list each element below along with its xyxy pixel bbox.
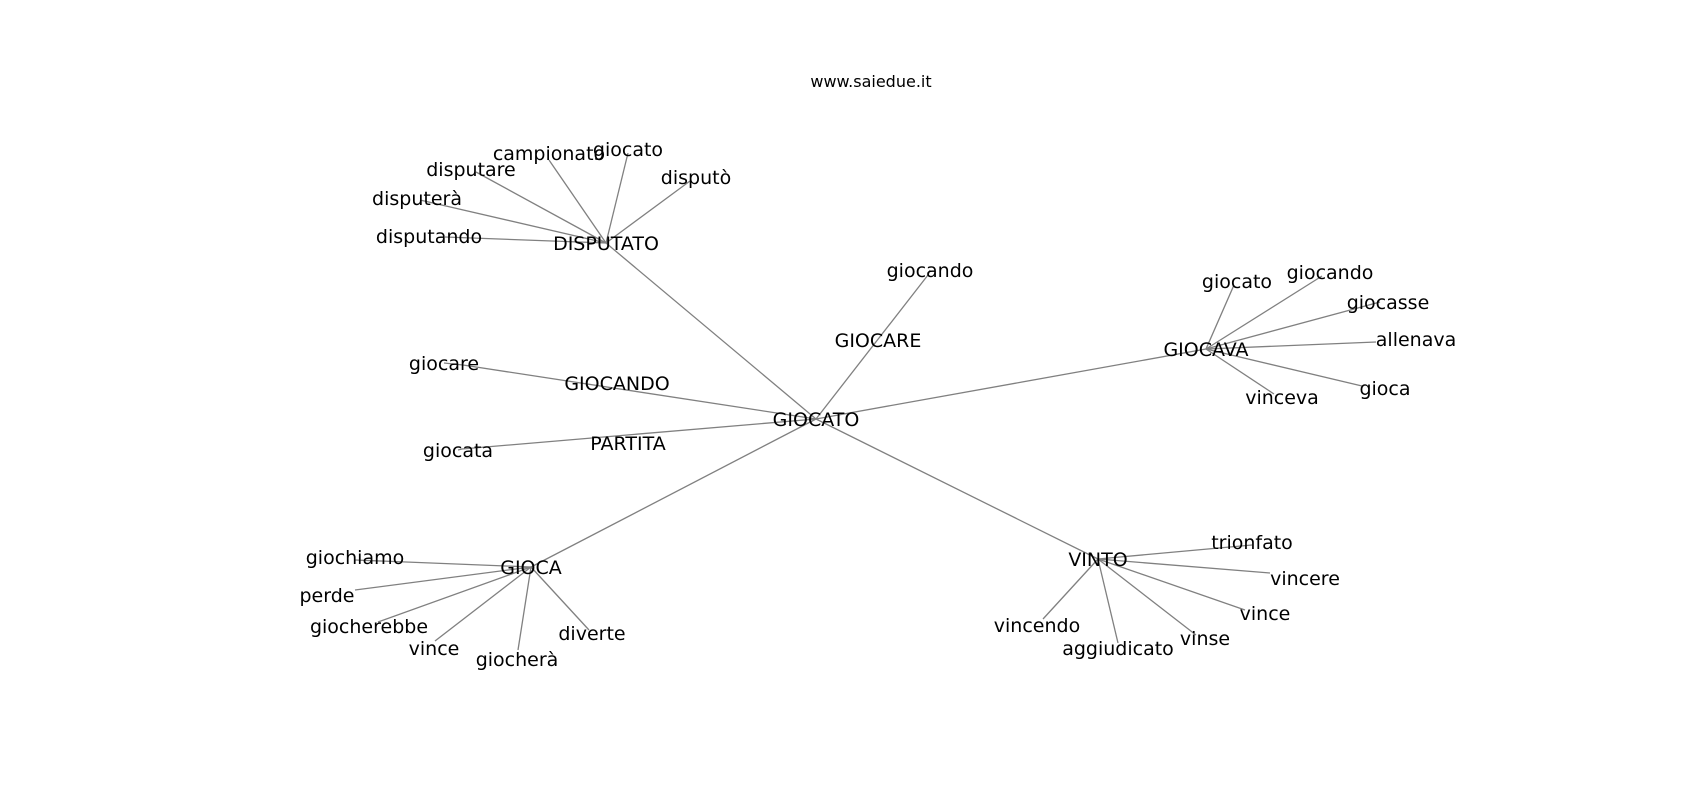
edge-giocava-2 <box>1205 301 1381 350</box>
edge-vinto-1 <box>1097 558 1271 574</box>
edge-gioca-5 <box>530 566 590 631</box>
node-leaf-gioca-3: vince <box>409 638 460 660</box>
node-leaf-disputato-3: campionato <box>493 143 605 165</box>
node-leaf-disputato-4: giocato <box>593 139 663 161</box>
node-leaf-giocava-2: giocasse <box>1347 292 1430 314</box>
edge-disputato-2 <box>475 171 607 244</box>
edge-vinto-5 <box>1042 558 1099 620</box>
node-leaf-vinto-3: vinse <box>1180 628 1230 650</box>
graph-labels: GIOCATO DISPUTATO disputando disputerà dispu… <box>300 139 1457 671</box>
node-group-partita: PARTITA <box>590 433 665 455</box>
node-group-giocando: GIOCANDO <box>564 373 669 395</box>
edge-center-partita <box>461 418 817 450</box>
edge-gioca-3 <box>434 566 532 642</box>
edge-center-gioca <box>530 418 817 568</box>
node-leaf-giocare-0: giocando <box>887 260 974 282</box>
edge-giocava-4 <box>1205 348 1363 387</box>
node-group-vinto: VINTO <box>1068 549 1127 571</box>
watermark: www.saiedue.it <box>810 72 931 91</box>
graph-edges <box>354 152 1381 651</box>
node-leaf-disputato-2: disputare <box>426 159 516 181</box>
node-leaf-vinto-1: vincere <box>1270 568 1340 590</box>
edge-gioca-0 <box>354 559 532 568</box>
edge-center-giocare <box>815 274 929 420</box>
node-leaf-vinto-4: aggiudicato <box>1062 638 1174 660</box>
edge-gioca-4 <box>517 566 532 651</box>
node-group-gioca: GIOCA <box>500 557 562 579</box>
node-leaf-giocava-4: gioca <box>1359 378 1410 400</box>
edge-disputato-4 <box>605 152 629 244</box>
edge-giocava-0 <box>1205 284 1235 350</box>
edge-vinto-4 <box>1097 558 1119 644</box>
node-leaf-giocava-0: giocato <box>1202 271 1272 293</box>
edge-disputato-5 <box>605 180 691 244</box>
node-leaf-gioca-0: giochiamo <box>306 547 405 569</box>
edge-gioca-2 <box>377 566 532 623</box>
node-group-giocava: GIOCAVA <box>1163 339 1248 361</box>
node-leaf-partita-0: giocata <box>423 440 493 462</box>
node-leaf-vinto-5: vincendo <box>994 615 1080 637</box>
node-leaf-gioca-4: giocherà <box>476 649 559 671</box>
node-leaf-giocava-3: allenava <box>1376 329 1456 351</box>
edge-disputato-0 <box>444 236 607 244</box>
node-group-disputato: DISPUTATO <box>553 233 659 255</box>
edge-center-vinto <box>815 418 1099 560</box>
node-leaf-gioca-2: giocherebbe <box>310 616 428 638</box>
edge-gioca-1 <box>354 566 532 591</box>
node-leaf-giocava-1: giocando <box>1287 262 1374 284</box>
edge-giocava-5 <box>1205 348 1275 395</box>
node-leaf-giocava-5: vinceva <box>1245 387 1319 409</box>
node-leaf-vinto-2: vince <box>1240 603 1291 625</box>
edge-giocava-1 <box>1205 275 1323 350</box>
node-leaf-disputato-5: disputò <box>661 167 731 189</box>
node-leaf-gioca-5: diverte <box>558 623 625 645</box>
edge-center-giocava <box>815 348 1207 420</box>
edge-center-giocando <box>462 364 817 420</box>
edge-center-disputato <box>605 242 817 420</box>
edge-vinto-2 <box>1097 558 1246 611</box>
node-leaf-gioca-1: perde <box>300 585 355 607</box>
edge-giocava-3 <box>1205 341 1377 350</box>
edge-disputato-3 <box>548 159 607 244</box>
node-leaf-giocando-0: giocare <box>409 353 479 375</box>
node-center: GIOCATO <box>773 409 860 431</box>
node-leaf-disputato-1: disputerà <box>372 188 462 210</box>
edge-partita-0 <box>457 448 463 451</box>
edge-vinto-3 <box>1097 558 1197 636</box>
edge-vinto-0 <box>1097 544 1253 560</box>
node-leaf-vinto-0: trionfato <box>1211 532 1293 554</box>
edge-giocare-0 <box>927 269 931 276</box>
node-leaf-disputato-0: disputando <box>376 226 482 248</box>
edge-disputato-1 <box>419 199 607 244</box>
node-group-giocare: GIOCARE <box>835 330 922 352</box>
edge-giocando-0 <box>443 362 464 366</box>
